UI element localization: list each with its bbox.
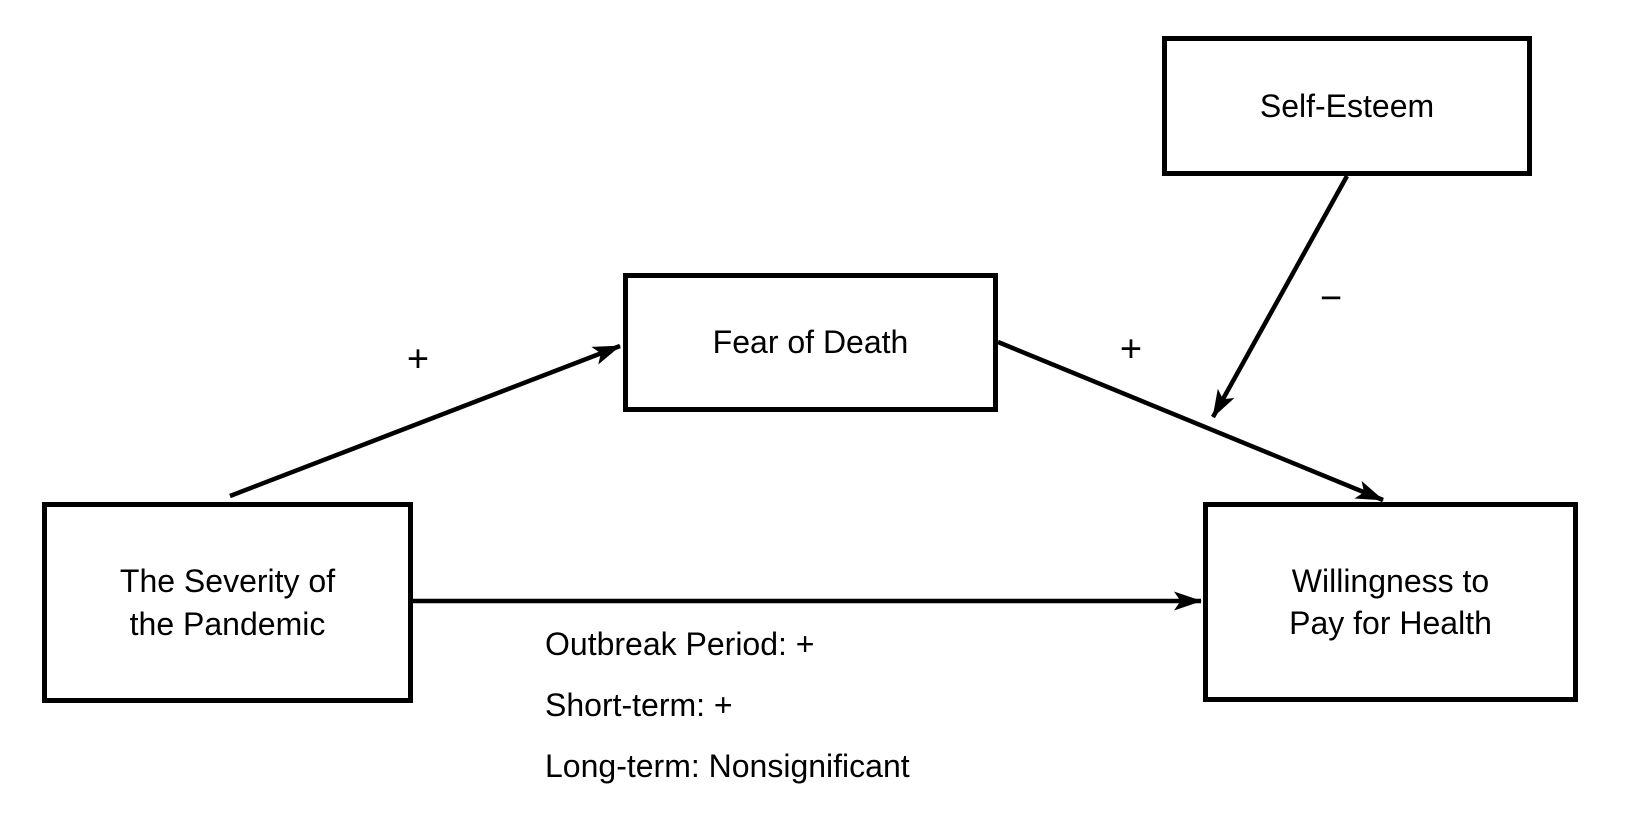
node-willingness-to-pay: Willingness to Pay for Health <box>1203 502 1578 702</box>
node-severity-of-pandemic: The Severity of the Pandemic <box>42 502 413 703</box>
edge-fear-to-willingness-arrow <box>997 339 1384 503</box>
edge-fear-to-willingness-sign: + <box>1119 328 1143 371</box>
node-willingness-to-pay-label: Willingness to Pay for Health <box>1289 562 1492 641</box>
edge-self-esteem-moderation-sign: − <box>1319 277 1343 320</box>
edge-severity-to-fear-sign: + <box>406 338 430 381</box>
edge-self-esteem-moderation-arrow <box>1211 174 1349 419</box>
node-self-esteem-label: Self-Esteem <box>1259 87 1435 124</box>
direct-path-annotation-line-2: Short-term: + <box>545 687 733 723</box>
direct-path-annotation: Outbreak Period: + Short-term: + Long-te… <box>545 614 910 797</box>
node-severity-of-pandemic-label: The Severity of the Pandemic <box>119 563 336 642</box>
node-fear-of-death-label: Fear of Death <box>712 324 909 361</box>
direct-path-annotation-line-3: Long-term: Nonsignificant <box>545 748 910 784</box>
edge-severity-to-fear-arrow <box>229 343 621 499</box>
direct-path-annotation-line-1: Outbreak Period: + <box>545 626 815 662</box>
node-fear-of-death: Fear of Death <box>623 273 998 412</box>
node-self-esteem: Self-Esteem <box>1162 36 1532 176</box>
